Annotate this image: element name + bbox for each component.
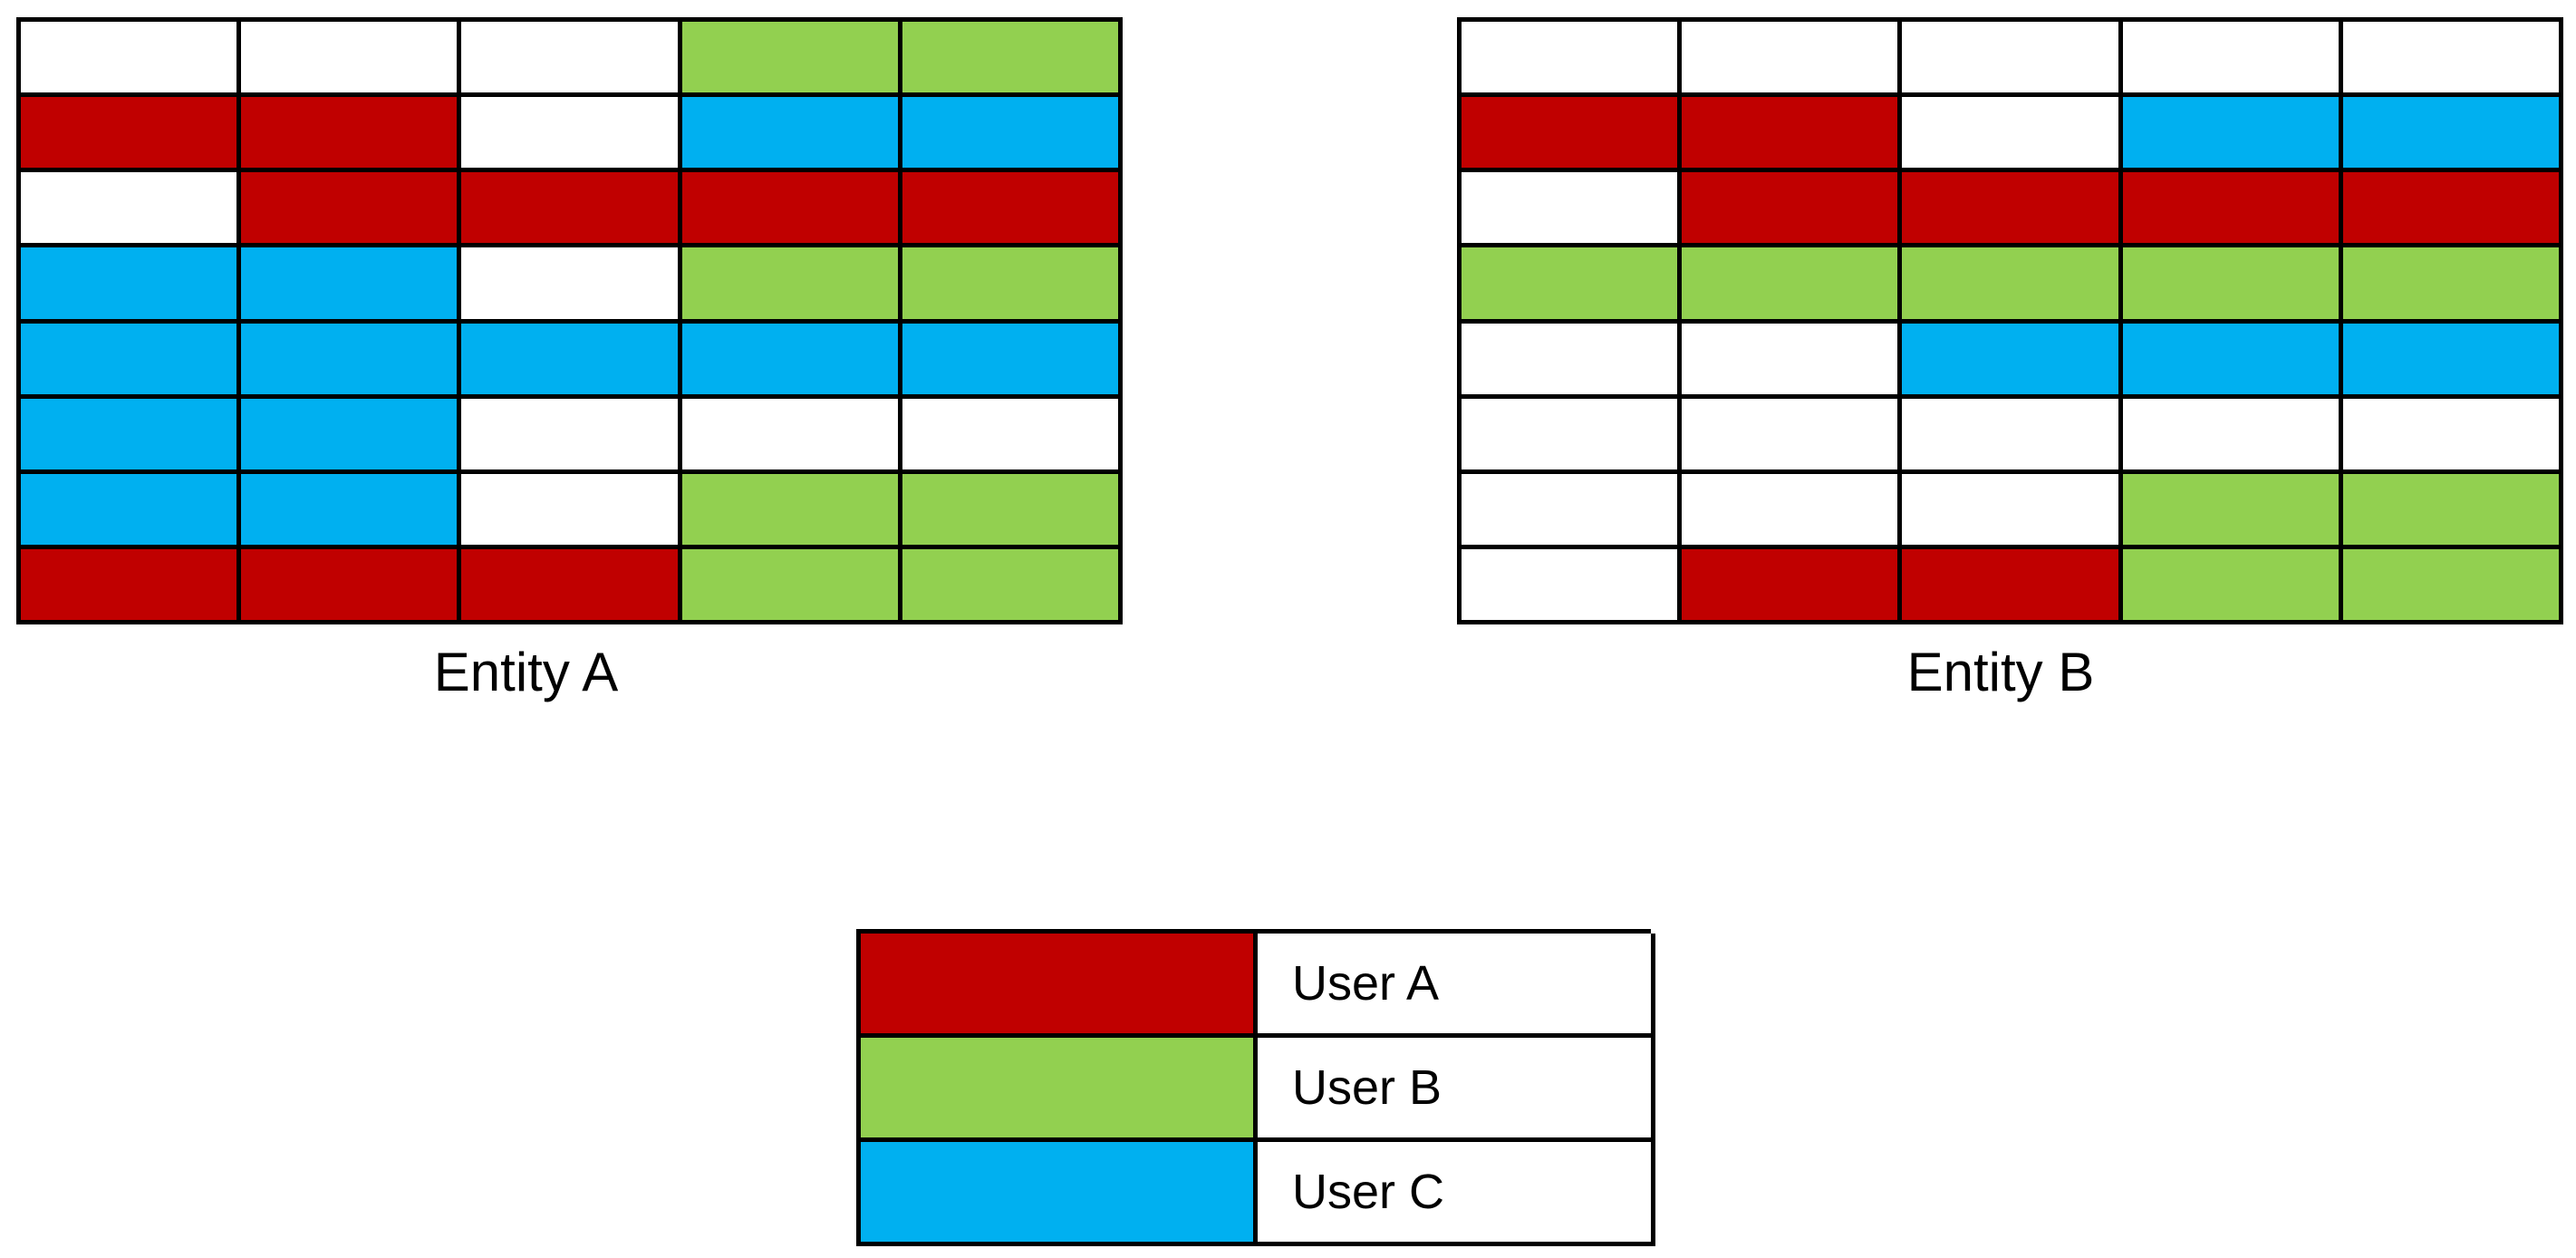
entity-b-cell-r1-c1 — [1462, 22, 1683, 98]
entity-b-cell-r2-c5 — [2342, 97, 2563, 173]
entity-b-cell-r1-c5 — [2342, 22, 2563, 98]
entity-b-cell-r8-c2 — [1682, 548, 1903, 624]
entity-b-cell-r8-c3 — [1902, 548, 2123, 624]
entity-a-cell-r1-c5 — [902, 22, 1123, 98]
entity-b-cell-r4-c4 — [2122, 247, 2343, 324]
entity-a-cell-r2-c2 — [241, 97, 462, 173]
entity-a-cell-r4-c2 — [241, 247, 462, 324]
entity-b-cell-r6-c2 — [1682, 398, 1903, 474]
entity-b-cell-r3-c4 — [2122, 172, 2343, 248]
entity-a-cell-r2-c5 — [902, 97, 1123, 173]
entity-a-cell-r4-c3 — [461, 247, 682, 324]
entity-b-cell-r6-c1 — [1462, 398, 1683, 474]
entity-b-cell-r4-c1 — [1462, 247, 1683, 324]
entity-b-cell-r2-c3 — [1902, 97, 2123, 173]
entity-b-label: Entity B — [1906, 642, 2095, 702]
entity-b-cell-r3-c1 — [1462, 172, 1683, 248]
entity-a-cell-r2-c4 — [681, 97, 902, 173]
entity-a-cell-r2-c3 — [461, 97, 682, 173]
entity-b-cell-r8-c5 — [2342, 548, 2563, 624]
entity-b-cell-r6-c3 — [1902, 398, 2123, 474]
entity-a-cell-r7-c5 — [902, 473, 1123, 549]
entity-a-cell-r8-c5 — [902, 548, 1123, 624]
entity-a-cell-r1-c1 — [21, 22, 242, 98]
entity-a-cell-r5-c3 — [461, 323, 682, 399]
entity-a-cell-r4-c5 — [902, 247, 1123, 324]
entity-b-cell-r2-c1 — [1462, 97, 1683, 173]
entity-b-cell-r4-c5 — [2342, 247, 2563, 324]
entity-a-cell-r5-c1 — [21, 323, 242, 399]
entity-b-cell-r7-c5 — [2342, 473, 2563, 549]
entity-a-cell-r5-c5 — [902, 323, 1123, 399]
legend-label-user-b: User B — [1258, 1038, 1655, 1142]
entity-b-cell-r1-c2 — [1682, 22, 1903, 98]
entity-b-cell-r5-c5 — [2342, 323, 2563, 399]
entity-a-cell-r8-c1 — [21, 548, 242, 624]
entity-a-cell-r3-c4 — [681, 172, 902, 248]
entity-b-cell-r7-c2 — [1682, 473, 1903, 549]
entity-a-cell-r3-c1 — [21, 172, 242, 248]
entity-a-cell-r1-c4 — [681, 22, 902, 98]
entity-a-cell-r6-c1 — [21, 398, 242, 474]
entity-a-cell-r2-c1 — [21, 97, 242, 173]
entity-b-cell-r7-c3 — [1902, 473, 2123, 549]
entity-a-cell-r8-c4 — [681, 548, 902, 624]
entity-a-cell-r3-c5 — [902, 172, 1123, 248]
entity-b-cell-r5-c1 — [1462, 323, 1683, 399]
entity-a-cell-r3-c3 — [461, 172, 682, 248]
entity-a-cell-r6-c3 — [461, 398, 682, 474]
entity-a-cell-r6-c2 — [241, 398, 462, 474]
entity-b-cell-r6-c5 — [2342, 398, 2563, 474]
entity-b-cell-r2-c2 — [1682, 97, 1903, 173]
entity-b-cell-r5-c2 — [1682, 323, 1903, 399]
entity-b-cell-r6-c4 — [2122, 398, 2343, 474]
legend-swatch-user-a — [861, 934, 1258, 1038]
entity-b-grid — [1457, 17, 2563, 624]
entity-a-cell-r7-c4 — [681, 473, 902, 549]
entity-a-cell-r6-c4 — [681, 398, 902, 474]
entity-b-cell-r1-c4 — [2122, 22, 2343, 98]
entity-a-grid — [16, 17, 1123, 624]
entity-a-cell-r6-c5 — [902, 398, 1123, 474]
entity-a-cell-r7-c3 — [461, 473, 682, 549]
entity-b-cell-r8-c4 — [2122, 548, 2343, 624]
entity-a-cell-r4-c4 — [681, 247, 902, 324]
entity-b-cell-r3-c3 — [1902, 172, 2123, 248]
entity-b-cell-r5-c3 — [1902, 323, 2123, 399]
entity-b-cell-r4-c2 — [1682, 247, 1903, 324]
legend-label-user-c: User C — [1258, 1142, 1655, 1246]
entity-a-cell-r1-c3 — [461, 22, 682, 98]
entity-b-cell-r4-c3 — [1902, 247, 2123, 324]
entity-a-cell-r3-c2 — [241, 172, 462, 248]
entity-b-cell-r7-c4 — [2122, 473, 2343, 549]
entity-a-cell-r4-c1 — [21, 247, 242, 324]
legend: User A User B User C — [856, 929, 1655, 1246]
legend-swatch-user-c — [861, 1142, 1258, 1246]
entity-a-cell-r8-c3 — [461, 548, 682, 624]
entity-a-cell-r8-c2 — [241, 548, 462, 624]
entity-b-cell-r2-c4 — [2122, 97, 2343, 173]
entity-b-cell-r8-c1 — [1462, 548, 1683, 624]
entity-b-cell-r3-c2 — [1682, 172, 1903, 248]
entity-a-label: Entity A — [433, 642, 619, 702]
entity-b-cell-r5-c4 — [2122, 323, 2343, 399]
entity-b-cell-r1-c3 — [1902, 22, 2123, 98]
legend-label-user-a: User A — [1258, 934, 1655, 1038]
entity-b-cell-r7-c1 — [1462, 473, 1683, 549]
entity-a-cell-r5-c2 — [241, 323, 462, 399]
entity-a-cell-r7-c2 — [241, 473, 462, 549]
entity-a-cell-r7-c1 — [21, 473, 242, 549]
entity-b-cell-r3-c5 — [2342, 172, 2563, 248]
entity-a-cell-r5-c4 — [681, 323, 902, 399]
legend-swatch-user-b — [861, 1038, 1258, 1142]
entity-a-cell-r1-c2 — [241, 22, 462, 98]
